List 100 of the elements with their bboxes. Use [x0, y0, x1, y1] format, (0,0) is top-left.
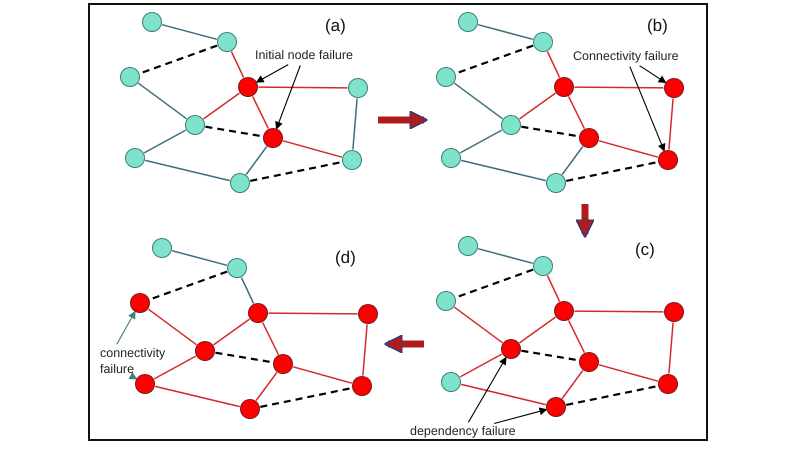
network-link	[145, 160, 230, 182]
network-link	[598, 364, 658, 382]
leader-arrow	[256, 64, 288, 83]
network-link	[461, 384, 546, 406]
panel-label: (a)	[325, 16, 346, 36]
network-link	[246, 146, 268, 175]
dashed-link	[521, 126, 579, 138]
network-link	[262, 322, 280, 355]
network-link	[268, 312, 358, 315]
network-node	[579, 128, 599, 148]
network-link	[598, 140, 658, 158]
annotation-text: Initial node failure	[255, 48, 353, 64]
network-link	[668, 98, 674, 150]
network-node	[342, 150, 362, 170]
network-link	[454, 306, 504, 344]
network-link	[562, 370, 584, 399]
network-node	[348, 78, 368, 98]
network-link	[172, 250, 228, 266]
network-link	[282, 140, 342, 158]
network-node	[130, 293, 150, 313]
network-link	[258, 86, 348, 89]
network-node	[263, 128, 283, 148]
panel-label: (c)	[635, 240, 655, 260]
network-link	[454, 82, 504, 120]
network-link	[546, 275, 560, 302]
network-node	[358, 304, 378, 324]
network-node	[230, 173, 250, 193]
network-node	[436, 291, 456, 311]
network-link	[574, 310, 664, 313]
dashed-link	[140, 44, 218, 74]
network-node	[658, 374, 678, 394]
transition-arrow	[575, 204, 595, 238]
network-node	[441, 372, 461, 392]
network-node	[273, 354, 293, 374]
network-link	[568, 96, 586, 129]
dashed-link	[250, 161, 342, 182]
leader-arrow	[494, 407, 548, 424]
dashed-link	[566, 161, 658, 182]
network-node	[185, 115, 205, 135]
network-link	[252, 96, 270, 129]
network-link	[519, 92, 556, 120]
network-link	[668, 322, 674, 374]
network-link	[162, 24, 218, 40]
network-node	[240, 399, 260, 419]
network-link	[144, 129, 186, 154]
network-node	[501, 115, 521, 135]
leader-arrow	[116, 310, 136, 345]
dashed-link	[456, 44, 534, 74]
network-node	[501, 339, 521, 359]
network-link	[461, 160, 546, 182]
annotation-text: Connectivity failure	[573, 49, 679, 65]
network-node	[546, 397, 566, 417]
network-node	[352, 376, 372, 396]
network-link	[292, 366, 352, 384]
network-node	[120, 67, 140, 87]
network-node	[125, 148, 145, 168]
network-link	[460, 353, 502, 378]
network-link	[240, 277, 254, 304]
dashed-link	[456, 268, 534, 298]
dashed-link	[205, 126, 263, 138]
dashed-link	[260, 387, 352, 408]
network-link	[138, 82, 188, 120]
network-node	[533, 32, 553, 52]
network-node	[441, 148, 461, 168]
network-link	[213, 318, 250, 346]
network-link	[154, 355, 196, 380]
panel-label: (d)	[335, 248, 356, 268]
network-node	[658, 150, 678, 170]
network-link	[478, 24, 534, 40]
network-node	[142, 12, 162, 32]
network-link	[519, 316, 556, 344]
network-link	[568, 320, 586, 353]
network-link	[352, 98, 358, 150]
dashed-link	[521, 350, 579, 362]
network-node	[135, 374, 155, 394]
transition-arrow	[384, 334, 424, 354]
network-link	[562, 146, 584, 175]
transition-arrow	[378, 110, 428, 130]
network-link	[256, 372, 278, 401]
annotation-text: dependency failure	[410, 424, 516, 440]
leader-arrow	[275, 65, 301, 130]
network-node	[554, 77, 574, 97]
network-node	[533, 256, 553, 276]
leader-arrow	[639, 65, 667, 84]
annotation-text: connectivity failure	[100, 346, 186, 378]
network-node	[217, 32, 237, 52]
network-link	[230, 51, 244, 78]
network-link	[546, 51, 560, 78]
network-node	[579, 352, 599, 372]
network-node	[195, 341, 215, 361]
network-node	[227, 258, 247, 278]
dashed-link	[566, 385, 658, 406]
network-link	[574, 86, 664, 89]
dashed-link	[150, 270, 228, 300]
leader-arrow	[629, 66, 666, 152]
panel-label: (b)	[647, 16, 668, 36]
network-node	[664, 302, 684, 322]
network-link	[155, 386, 240, 408]
network-node	[458, 12, 478, 32]
network-link	[478, 248, 534, 264]
